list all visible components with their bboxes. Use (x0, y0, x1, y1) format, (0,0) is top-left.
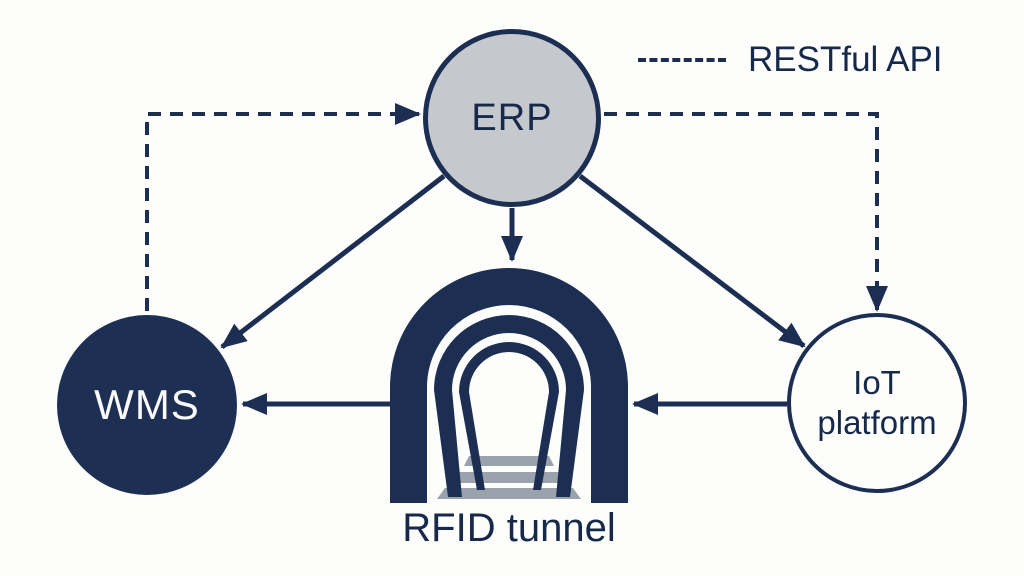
node-erp-label: ERP (471, 96, 553, 139)
legend-dashed-line (638, 58, 726, 62)
solid-arrow-erp-to-wms (220, 174, 446, 349)
tunnel-outer-arch (390, 268, 628, 503)
rfid-tunnel-label: RFID tunnel (402, 506, 616, 550)
node-iot-label-line1: IoT (853, 363, 901, 401)
node-iot-label-line2: platform (817, 404, 937, 441)
node-wms-label: WMS (94, 381, 200, 428)
legend: RESTful API (638, 40, 943, 80)
dashed-arrow-wms-to-erp (145, 103, 421, 311)
solid-arrow-erp-to-iot (578, 174, 806, 348)
node-erp: ERP (423, 29, 601, 207)
node-iot-platform: IoT platform (787, 313, 967, 493)
legend-label: RESTful API (748, 40, 943, 79)
node-wms: WMS (57, 315, 237, 495)
tunnel-inner-arch (459, 342, 559, 490)
tunnel-middle-arch (434, 315, 584, 497)
dashed-arrow-erp-to-iot (604, 112, 888, 312)
rfid-tunnel-icon (390, 268, 628, 503)
